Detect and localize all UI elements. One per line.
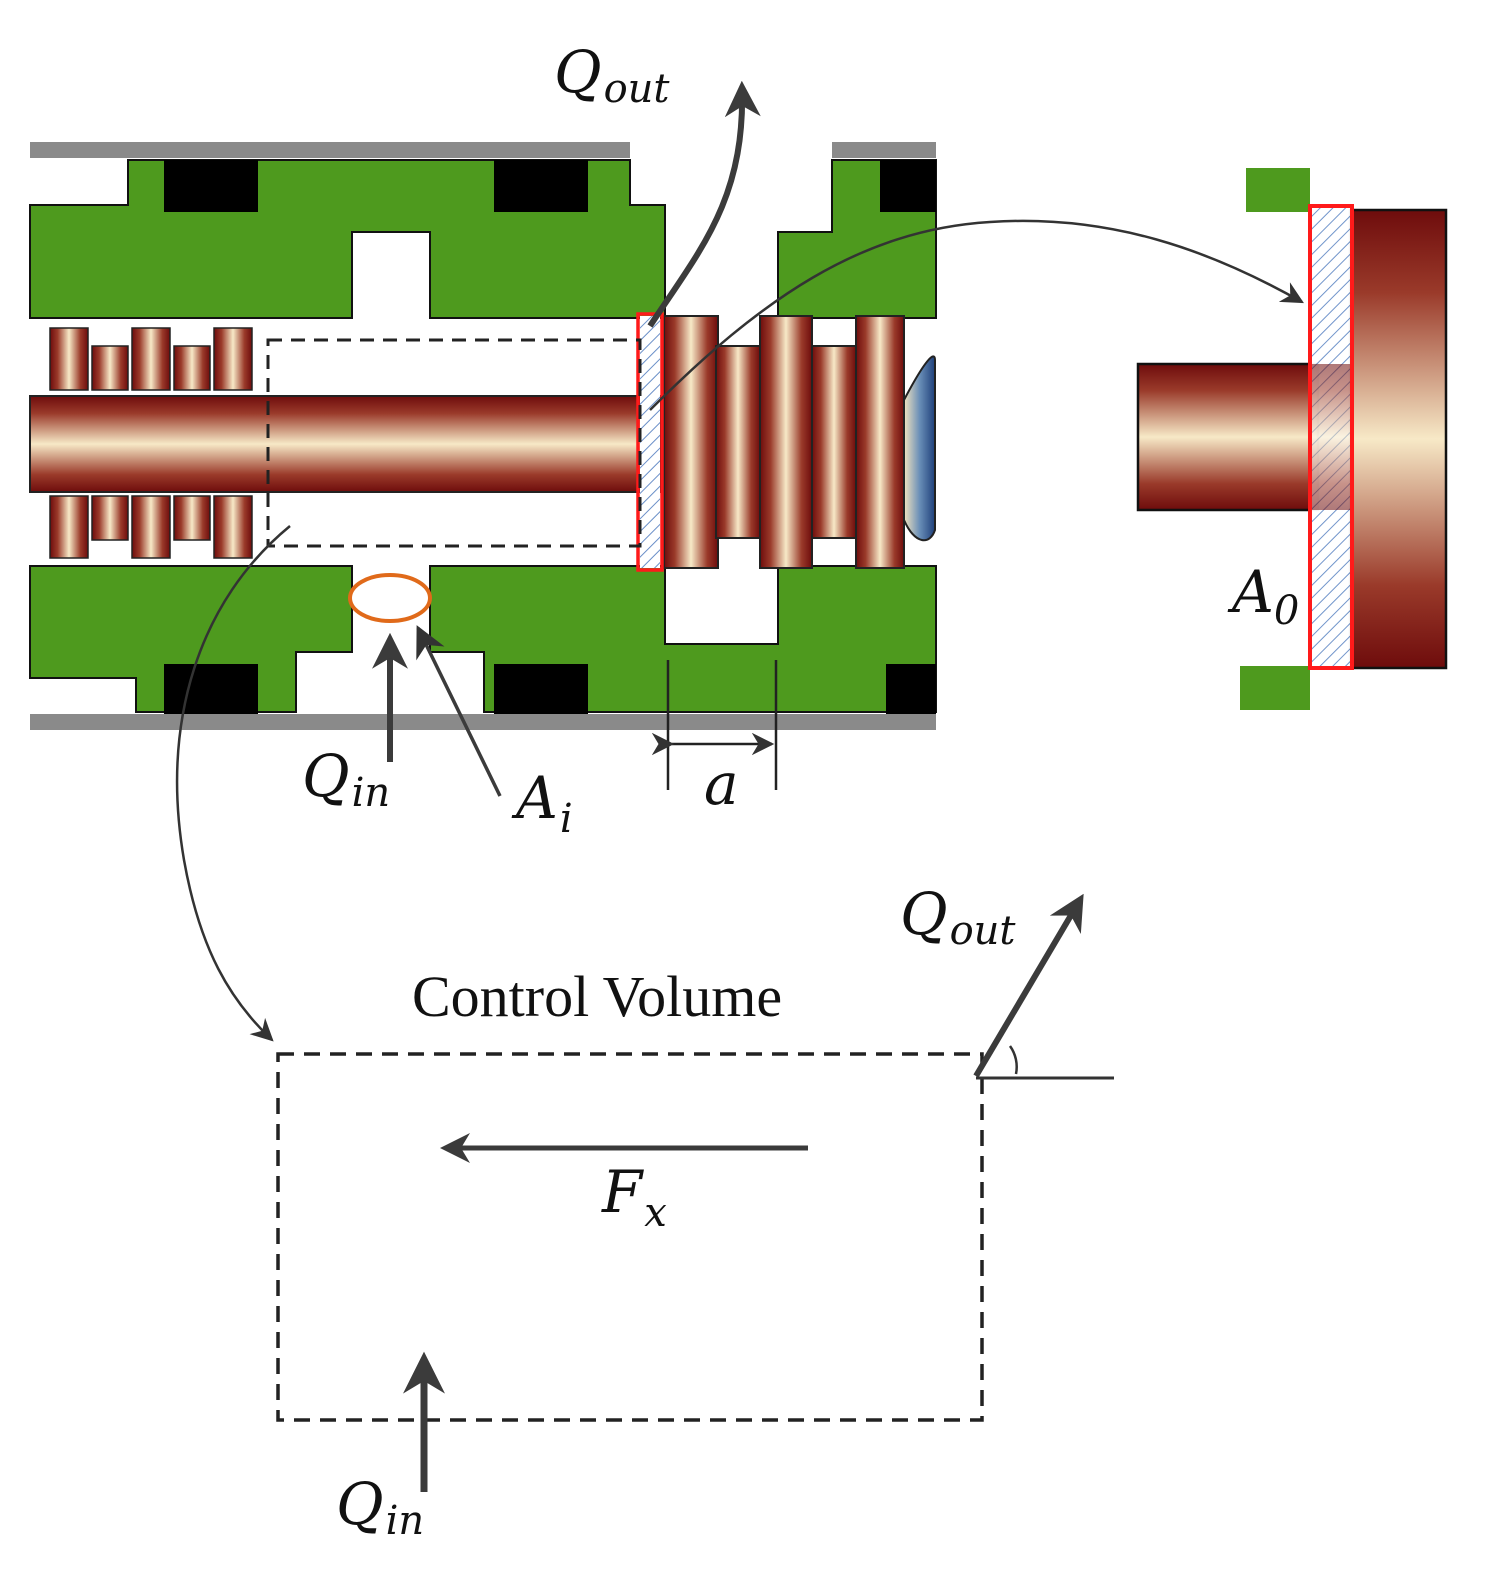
flow-arrow-q-out-cv <box>973 893 1084 1078</box>
spool <box>29 315 936 569</box>
control-volume-outline-valve <box>266 338 642 548</box>
dimension-arrow-a <box>651 660 778 790</box>
control-volume-box <box>276 1052 984 1422</box>
flow-arrow-q-out-top <box>647 80 761 328</box>
label-f-x: Fx <box>601 1158 667 1236</box>
outlet-area-hatched <box>640 316 660 568</box>
label-q-in-cv: Qin <box>336 1470 424 1544</box>
detail-housing-bottom <box>1240 666 1310 710</box>
end-spring <box>903 355 936 542</box>
spool-neck <box>715 345 761 539</box>
detail-area-highlight <box>1308 204 1354 670</box>
seal-top-1 <box>164 160 258 212</box>
label-q-in-top: Qin <box>302 742 390 816</box>
angle-arc <box>1008 1045 1018 1075</box>
outlet-detail-view <box>1136 168 1448 710</box>
seal-bottom-2 <box>494 664 588 714</box>
seal-top-2 <box>494 160 588 212</box>
spool-rod <box>29 395 661 493</box>
spool-land-3 <box>855 315 905 569</box>
seal-bottom-1 <box>164 664 258 714</box>
spool-neck-2 <box>811 345 857 539</box>
label-a-i: Ai <box>511 764 573 842</box>
inlet-orifice <box>348 573 432 623</box>
curved-pointer-arrow-to-detail <box>649 219 1304 411</box>
detail-housing-top <box>1246 168 1310 212</box>
valve-housing <box>29 142 937 730</box>
label-gap-a: a <box>704 750 739 818</box>
spool-land-2 <box>759 315 813 569</box>
label-control-volume: Control Volume <box>412 964 782 1029</box>
seal-bottom-3 <box>886 664 936 714</box>
detail-rod <box>1136 362 1320 512</box>
detail-land <box>1348 208 1448 670</box>
sleeve-top-left <box>30 142 630 158</box>
pointer-a-i <box>416 625 502 797</box>
outlet-area-highlight <box>636 312 664 572</box>
curved-pointer-arrow-to-control-volume <box>175 525 291 1042</box>
sleeve-top-right <box>832 142 936 158</box>
spring-coils <box>49 327 253 559</box>
sleeve-bottom <box>30 714 936 730</box>
label-q-out-cv: Qout <box>900 880 1016 954</box>
label-a-0: A0 <box>1227 558 1299 634</box>
seal-top-3 <box>880 160 936 212</box>
label-q-out-top: Qout <box>554 38 670 112</box>
detail-area-overlay <box>1312 364 1350 510</box>
